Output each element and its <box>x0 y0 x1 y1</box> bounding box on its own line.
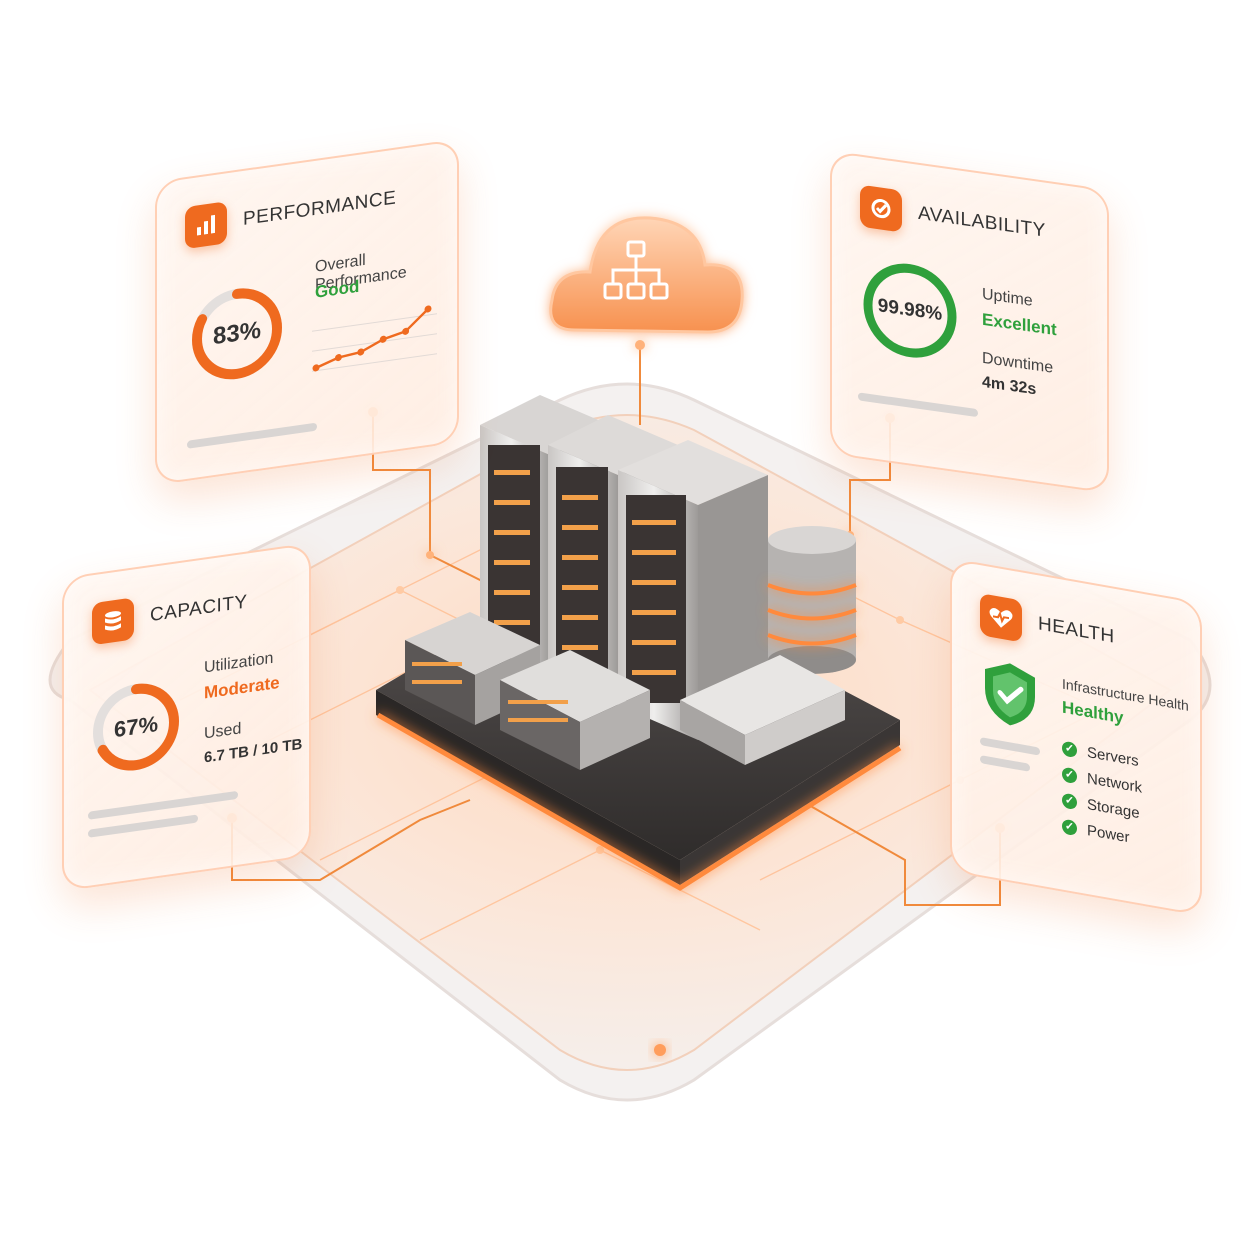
trend-point <box>357 348 365 356</box>
availability-value: 99.98% <box>877 295 943 326</box>
check-icon: ✓ <box>1062 818 1077 837</box>
health-bar <box>980 737 1040 756</box>
check-icon: ✓ <box>1062 766 1077 785</box>
performance-value: 83% <box>212 316 262 351</box>
health-card: HEALTH Infrastructure Health Healthy ✓ S… <box>950 557 1202 917</box>
utilization-label: Utilization <box>204 649 274 677</box>
uptime-gauge-icon <box>860 184 902 233</box>
downtime-label: Downtime <box>982 349 1054 377</box>
availability-gauge: 99.98% <box>858 251 962 370</box>
performance-card: PERFORMANCE 83% Overall Performance Good <box>155 138 459 486</box>
availability-card: AVAILABILITY 99.98% Uptime Excellent Dow… <box>830 150 1109 494</box>
check-icon: ✓ <box>1062 792 1077 811</box>
bar-chart-icon <box>185 201 227 250</box>
uptime-label: Uptime <box>982 285 1033 310</box>
trend-point <box>379 335 387 343</box>
performance-gauge: 83% <box>187 277 287 391</box>
cloud-node <box>549 216 744 334</box>
availability-bar <box>858 392 978 418</box>
trend-point <box>312 364 320 372</box>
trend-point <box>402 327 410 335</box>
network-hierarchy-icon <box>603 240 669 300</box>
performance-title: PERFORMANCE <box>243 187 397 230</box>
network-appliances <box>405 612 845 770</box>
performance-bar <box>187 422 317 449</box>
trend-point <box>424 305 432 313</box>
capacity-title: CAPACITY <box>150 591 248 627</box>
database-icon <box>92 597 134 646</box>
storage-drum <box>767 526 857 674</box>
health-check-servers: ✓ Servers <box>1062 740 1139 770</box>
health-check-power: ✓ Power <box>1062 818 1130 846</box>
heart-pulse-icon <box>980 593 1022 643</box>
capacity-bar <box>88 790 238 820</box>
uptime-status: Excellent <box>982 309 1057 340</box>
capacity-card: CAPACITY 67% Utilization Moderate Used 6… <box>62 542 311 892</box>
availability-title: AVAILABILITY <box>918 202 1046 242</box>
health-check-storage: ✓ Storage <box>1062 792 1140 822</box>
health-status: Healthy <box>1062 697 1124 728</box>
health-check-network: ✓ Network <box>1062 766 1142 797</box>
check-icon: ✓ <box>1062 740 1077 759</box>
server-towers <box>480 395 768 740</box>
health-title: HEALTH <box>1038 613 1115 648</box>
health-bar-secondary <box>980 755 1030 772</box>
capacity-value: 67% <box>113 711 159 743</box>
downtime-value: 4m 32s <box>982 373 1037 399</box>
performance-trend-chart <box>312 305 437 372</box>
shield-check-icon <box>985 663 1035 726</box>
capacity-bar-secondary <box>88 814 198 838</box>
capacity-gauge: 67% <box>88 672 184 781</box>
used-label: Used <box>204 720 242 743</box>
trend-point <box>334 354 342 362</box>
utilization-status: Moderate <box>204 672 280 703</box>
